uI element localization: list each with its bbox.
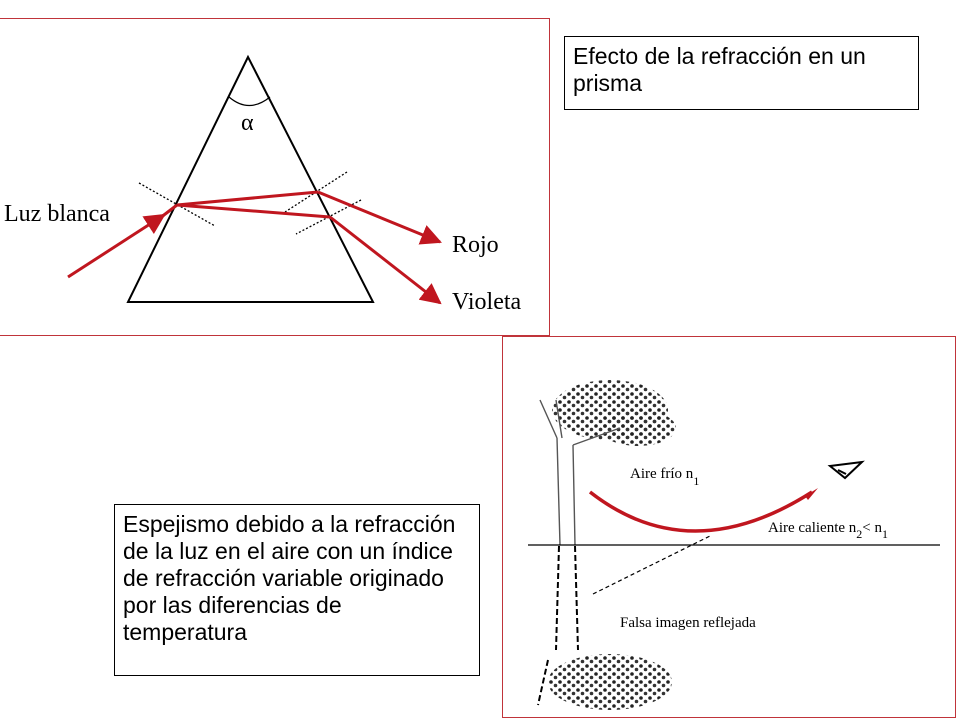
prism-panel: [0, 18, 550, 336]
angle-label: α: [241, 110, 254, 136]
curved-light-path: [588, 490, 813, 533]
exit-red-ray: [317, 190, 442, 245]
curved-path-arrow: [805, 488, 818, 500]
input-light-label: Luz blanca: [4, 201, 110, 227]
internal-violet-ray: [176, 203, 331, 219]
eye-pupil: [837, 469, 847, 475]
exit-violet-ray: [329, 215, 442, 305]
tree-trunk: [539, 399, 621, 546]
tree-foliage-right: [600, 410, 676, 446]
red-label: Rojo: [452, 232, 499, 258]
normal-left: [138, 182, 216, 227]
line-of-sight: [592, 534, 713, 595]
reflected-branch: [537, 659, 549, 706]
hot-air-label: Aire caliente n2< n1: [768, 520, 888, 541]
incoming-ray-end: [159, 203, 178, 220]
incoming-white-ray: [67, 213, 166, 279]
mirage-caption: Espejismo debido a la refracción de la l…: [114, 504, 480, 676]
violet-label: Violeta: [452, 289, 522, 315]
apex-angle-arc: [228, 96, 271, 107]
cold-air-label: Aire frío n1: [630, 466, 699, 488]
prism-diagram: α Luz blanca Rojo Violeta: [4, 54, 522, 315]
eye-icon: [827, 460, 865, 480]
prism-caption: Efecto de la refracción en un prisma: [564, 36, 919, 110]
internal-red-ray: [176, 190, 319, 207]
false-image-label: Falsa imagen reflejada: [620, 615, 756, 631]
prism-triangle: [126, 54, 375, 303]
reflected-trunk: [555, 545, 579, 651]
reflected-foliage: [548, 654, 672, 710]
